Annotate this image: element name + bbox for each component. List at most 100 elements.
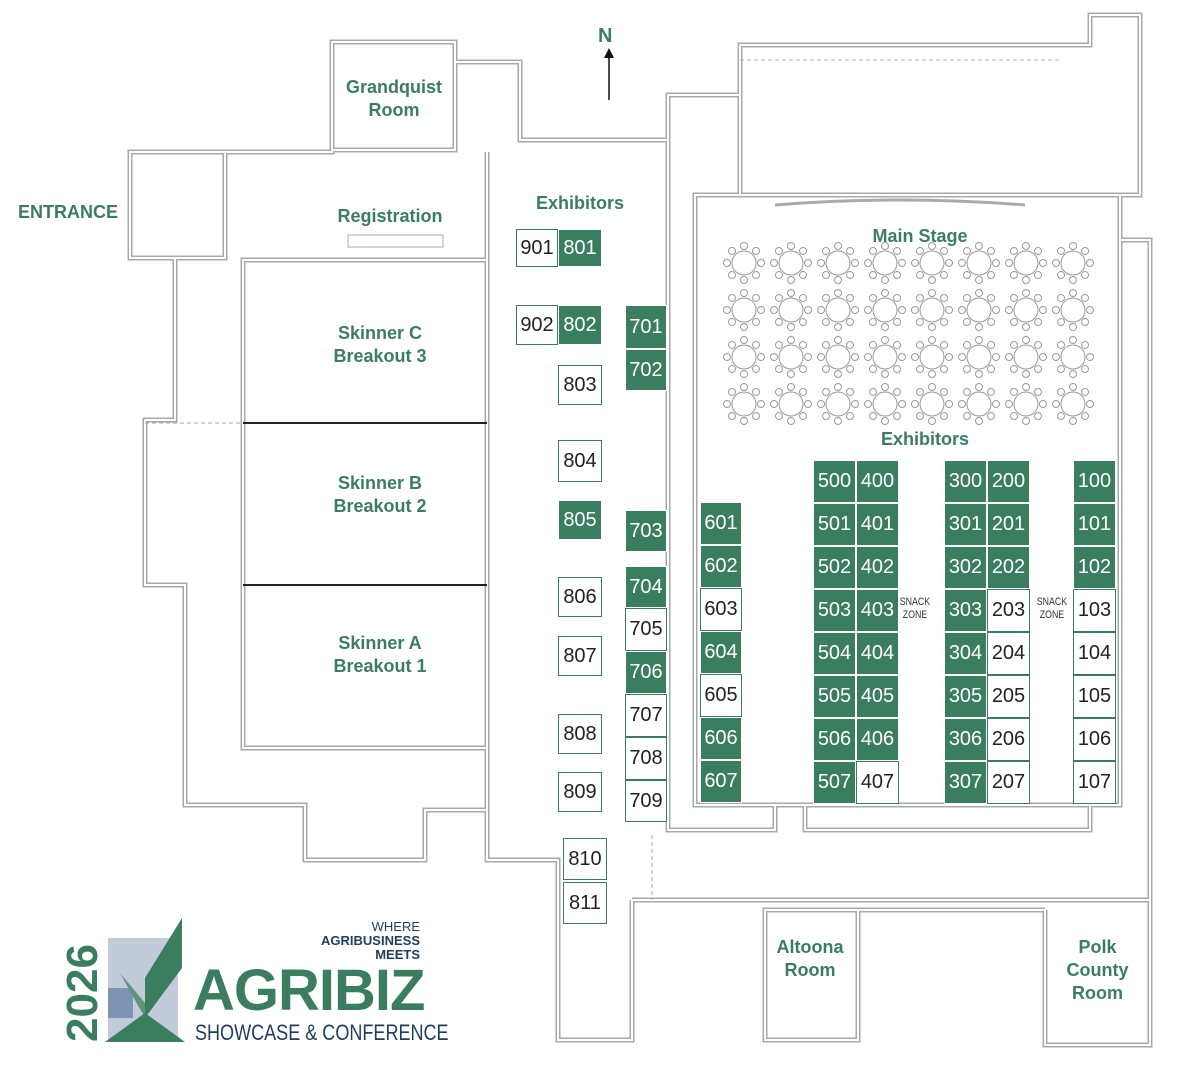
- round-table-icon: [864, 336, 906, 378]
- booth-402[interactable]: 402: [856, 546, 899, 589]
- registration-label: Registration: [337, 206, 443, 226]
- booth-205[interactable]: 205: [987, 675, 1030, 718]
- booth-404[interactable]: 404: [856, 632, 899, 675]
- booth-810[interactable]: 810: [563, 838, 607, 880]
- booth-204[interactable]: 204: [987, 632, 1030, 675]
- booth-811[interactable]: 811: [563, 882, 607, 924]
- booth-500[interactable]: 500: [813, 460, 856, 503]
- booth-301[interactable]: 301: [944, 503, 987, 546]
- booth-107[interactable]: 107: [1073, 761, 1116, 804]
- booth-503[interactable]: 503: [813, 589, 856, 632]
- booth-200[interactable]: 200: [987, 460, 1030, 503]
- booth-407[interactable]: 407: [856, 761, 899, 804]
- booth-103[interactable]: 103: [1073, 589, 1116, 632]
- registration-desk: [347, 234, 444, 248]
- booth-801[interactable]: 801: [558, 229, 602, 267]
- exhibitors-west-label: Exhibitors: [535, 193, 624, 213]
- booth-809[interactable]: 809: [558, 772, 602, 812]
- booth-206[interactable]: 206: [987, 718, 1030, 761]
- round-tables: [723, 242, 1094, 425]
- logo-tagline-where: WHERE: [371, 919, 420, 934]
- round-table-icon: [911, 242, 953, 284]
- booth-201[interactable]: 201: [987, 503, 1030, 546]
- booth-203[interactable]: 203: [987, 589, 1030, 632]
- logo-name: AGRIBIZ: [193, 958, 425, 1023]
- round-table-icon: [864, 242, 906, 284]
- round-table-icon: [1052, 242, 1094, 284]
- north-arrow-icon: [604, 48, 614, 100]
- booth-607[interactable]: 607: [700, 760, 742, 803]
- booth-507[interactable]: 507: [813, 761, 856, 804]
- round-table-icon: [1005, 383, 1047, 425]
- booth-806[interactable]: 806: [558, 577, 602, 617]
- booth-104[interactable]: 104: [1073, 632, 1116, 675]
- booth-804[interactable]: 804: [558, 440, 602, 482]
- booth-307[interactable]: 307: [944, 761, 987, 804]
- round-table-icon: [817, 242, 859, 284]
- booth-401[interactable]: 401: [856, 503, 899, 546]
- booth-300[interactable]: 300: [944, 460, 987, 503]
- snack-zone-label: SNACK ZONE: [1036, 596, 1068, 621]
- booth-100[interactable]: 100: [1073, 460, 1116, 503]
- booth-803[interactable]: 803: [558, 365, 602, 405]
- booth-702[interactable]: 702: [625, 349, 667, 391]
- booth-805[interactable]: 805: [558, 500, 602, 540]
- booth-601[interactable]: 601: [700, 502, 742, 545]
- booth-708[interactable]: 708: [625, 737, 667, 780]
- booth-705[interactable]: 705: [625, 608, 667, 651]
- booth-406[interactable]: 406: [856, 718, 899, 761]
- booth-207[interactable]: 207: [987, 761, 1030, 804]
- booth-403[interactable]: 403: [856, 589, 899, 632]
- booth-706[interactable]: 706: [625, 651, 667, 694]
- round-table-icon: [723, 289, 765, 331]
- booth-102[interactable]: 102: [1073, 546, 1116, 589]
- booth-709[interactable]: 709: [625, 780, 667, 822]
- booth-703[interactable]: 703: [625, 510, 667, 552]
- booth-707[interactable]: 707: [625, 694, 667, 737]
- booth-303[interactable]: 303: [944, 589, 987, 632]
- booth-502[interactable]: 502: [813, 546, 856, 589]
- booth-202[interactable]: 202: [987, 546, 1030, 589]
- booth-304[interactable]: 304: [944, 632, 987, 675]
- booth-901[interactable]: 901: [516, 229, 558, 267]
- snack-zone-label: SNACK ZONE: [899, 596, 931, 621]
- booth-302[interactable]: 302: [944, 546, 987, 589]
- logo-year: 2026: [58, 944, 107, 1042]
- booth-606[interactable]: 606: [700, 717, 742, 760]
- round-table-icon: [958, 383, 1000, 425]
- booth-306[interactable]: 306: [944, 718, 987, 761]
- booth-305[interactable]: 305: [944, 675, 987, 718]
- booth-605[interactable]: 605: [700, 674, 742, 717]
- booth-807[interactable]: 807: [558, 636, 602, 676]
- round-table-icon: [723, 242, 765, 284]
- booth-105[interactable]: 105: [1073, 675, 1116, 718]
- booth-902[interactable]: 902: [516, 305, 558, 345]
- round-table-icon: [817, 289, 859, 331]
- altoona-room-label: Altoona Room: [776, 937, 844, 980]
- booth-603[interactable]: 603: [700, 588, 742, 631]
- booth-106[interactable]: 106: [1073, 718, 1116, 761]
- booth-505[interactable]: 505: [813, 675, 856, 718]
- logo-emblem-icon: [105, 918, 185, 1042]
- polk-county-room-label: Polk County Room: [1066, 937, 1129, 1003]
- booth-400[interactable]: 400: [856, 460, 899, 503]
- booth-504[interactable]: 504: [813, 632, 856, 675]
- booth-602[interactable]: 602: [700, 545, 742, 588]
- booth-101[interactable]: 101: [1073, 503, 1116, 546]
- booth-808[interactable]: 808: [558, 714, 602, 754]
- booth-405[interactable]: 405: [856, 675, 899, 718]
- round-table-icon: [911, 383, 953, 425]
- main-stage-label: Main Stage: [872, 226, 968, 246]
- booth-506[interactable]: 506: [813, 718, 856, 761]
- booth-501[interactable]: 501: [813, 503, 856, 546]
- round-table-icon: [958, 289, 1000, 331]
- round-table-icon: [770, 336, 812, 378]
- exhibitors-east-label: Exhibitors: [880, 429, 969, 449]
- booth-604[interactable]: 604: [700, 631, 742, 674]
- grandquist-room-label: Grandquist Room: [345, 77, 442, 120]
- booth-704[interactable]: 704: [625, 566, 667, 608]
- booth-701[interactable]: 701: [625, 305, 667, 349]
- skinner-c-label: Skinner C Breakout 3: [333, 323, 427, 366]
- round-table-icon: [1005, 289, 1047, 331]
- booth-802[interactable]: 802: [558, 305, 602, 345]
